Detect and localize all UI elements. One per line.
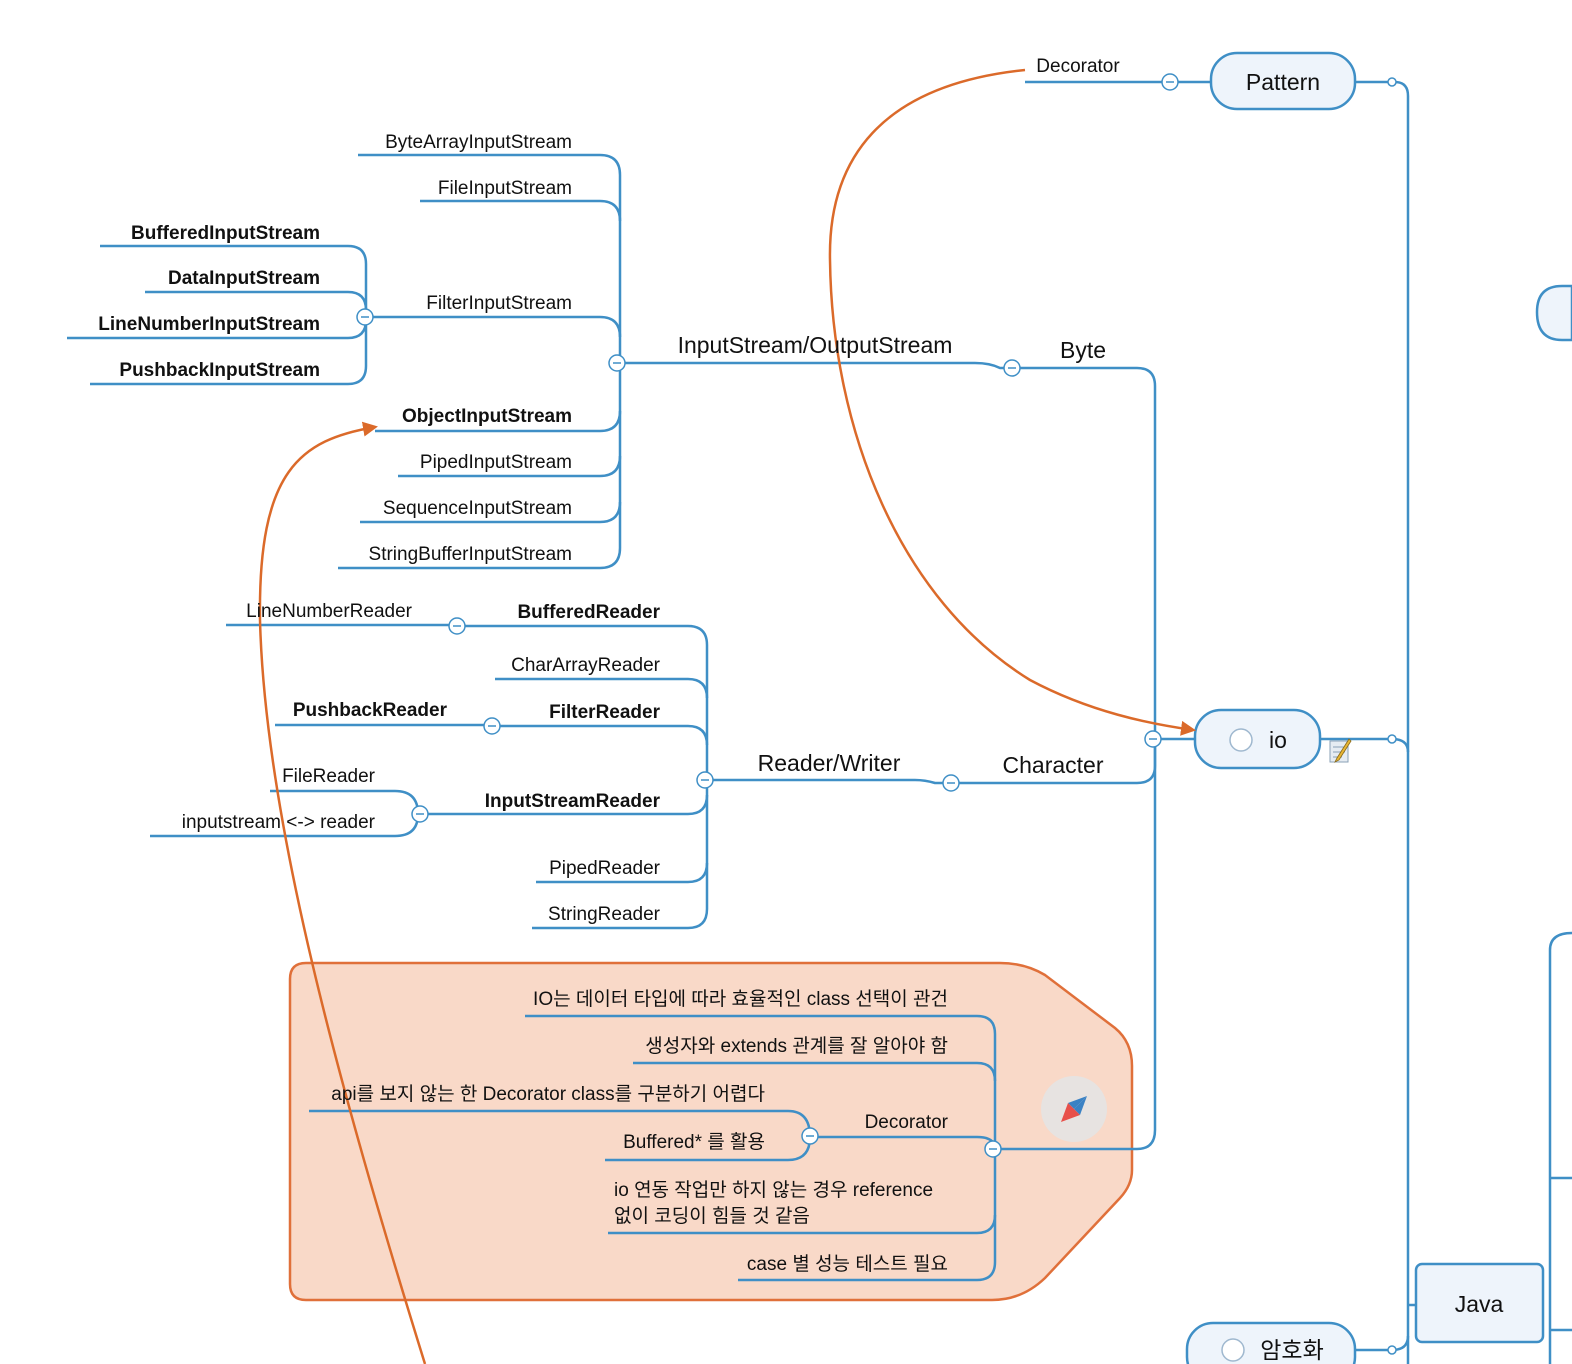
- compass-icon[interactable]: [1041, 1076, 1107, 1142]
- datainputstream-label: DataInputStream: [168, 268, 320, 289]
- inputstreamreader-label: InputStreamReader: [485, 791, 661, 812]
- collapse-toggle-byte: [1003, 359, 1021, 377]
- chararrayreader-label: CharArrayReader: [511, 655, 661, 676]
- stringreader-label: StringReader: [548, 904, 661, 925]
- character-label: Character: [1003, 752, 1104, 778]
- pipedreader-label: PipedReader: [549, 858, 661, 879]
- io-spine: [955, 366, 1195, 1151]
- decorator-to-io-relationship[interactable]: [828, 68, 1196, 736]
- inputstream-outputstream-label: InputStream/OutputStream: [678, 332, 953, 358]
- bytearrayinputstream-label: ByteArrayInputStream: [385, 132, 572, 153]
- collapse-toggle-summary-decorator: [801, 1127, 819, 1145]
- note-icon[interactable]: [1329, 738, 1352, 763]
- summary-item-label: 없이 코딩이 힘들 것 같음: [614, 1205, 810, 1227]
- summary-decorator-label: Decorator: [865, 1112, 949, 1133]
- pattern-node[interactable]: [1209, 51, 1357, 111]
- collapse-toggle-character: [942, 774, 960, 792]
- collapse-toggle-reader: [696, 771, 714, 789]
- collapse-toggle-inputstream: [608, 354, 626, 372]
- summary-decorator-child-label: api를 보지 않는 한 Decorator class를 구분하기 어렵다: [331, 1083, 765, 1105]
- progress-circle-icon: [1229, 728, 1253, 752]
- fileinputstream-label: FileInputStream: [438, 178, 572, 199]
- crypto-node-label: 암호화: [1260, 1337, 1323, 1363]
- filterinputstream-label: FilterInputStream: [426, 293, 572, 314]
- reader-writer-label: Reader/Writer: [758, 750, 901, 776]
- collapse-toggle-io: [1144, 730, 1162, 748]
- filereader-label: FileReader: [282, 766, 376, 787]
- linenumberreader-label: LineNumberReader: [246, 601, 412, 622]
- collapse-toggle-decorator: [1161, 73, 1179, 91]
- summary-item-label: io 연동 작업만 하지 않는 경우 reference: [614, 1179, 933, 1201]
- summary-item-label: 생성자와 extends 관계를 잘 알아야 함: [645, 1035, 948, 1057]
- offscreen-node[interactable]: [1535, 284, 1572, 342]
- linenumberinputstream-label: LineNumberInputStream: [98, 314, 320, 335]
- inputstream-reader-label: inputstream <-> reader: [182, 812, 376, 833]
- bufferedreader-label: BufferedReader: [517, 602, 660, 623]
- objectinputstream-label: ObjectInputStream: [402, 406, 572, 427]
- java-node-label: Java: [1455, 1291, 1504, 1317]
- bufferedinputstream-label: BufferedInputStream: [131, 223, 320, 244]
- crypto-to-objectinputstream-relationship[interactable]: [258, 421, 427, 1364]
- collapse-toggles[interactable]: [356, 73, 1179, 1158]
- byte-label: Byte: [1060, 337, 1106, 363]
- pushbackinputstream-label: PushbackInputStream: [119, 360, 320, 381]
- progress-circle-icon: [1221, 1338, 1245, 1362]
- collapse-toggle-summary: [984, 1140, 1002, 1158]
- collapse-toggle-filterreader: [483, 717, 501, 735]
- pattern-node-label: Pattern: [1246, 69, 1320, 95]
- stringbufferinputstream-label: StringBufferInputStream: [369, 544, 572, 565]
- pipedinputstream-label: PipedInputStream: [420, 452, 572, 473]
- io-node[interactable]: [1193, 708, 1322, 770]
- io-node-label: io: [1269, 727, 1287, 753]
- summary-boundary: [288, 961, 1134, 1302]
- sequenceinputstream-label: SequenceInputStream: [383, 498, 572, 519]
- summary-item-label: IO는 데이터 타입에 따라 효율적인 class 선택이 관건: [533, 988, 948, 1010]
- pushbackreader-label: PushbackReader: [293, 700, 448, 721]
- collapse-toggle-filterinputstream: [356, 308, 374, 326]
- right-connectors: [1320, 77, 1572, 1364]
- summary-decorator-child-label: Buffered* 를 활용: [623, 1131, 765, 1153]
- collapse-toggle-bufferedreader: [448, 617, 466, 635]
- collapse-toggle-inputstreamreader: [411, 805, 429, 823]
- java-node[interactable]: [1414, 1262, 1545, 1344]
- filterreader-label: FilterReader: [549, 702, 660, 723]
- summary-item-label: case 별 성능 테스트 필요: [747, 1253, 948, 1275]
- decorator-label: Decorator: [1036, 56, 1120, 77]
